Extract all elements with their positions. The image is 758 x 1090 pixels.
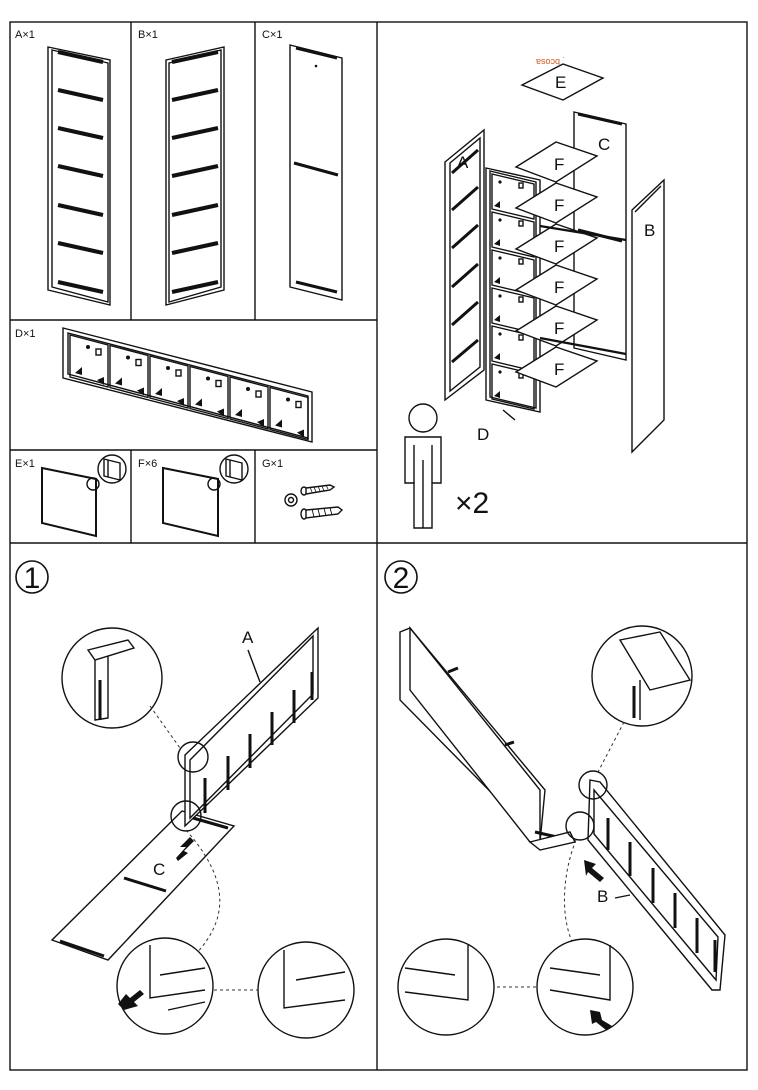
detail-callout-left-2 bbox=[397, 938, 495, 1036]
exploded-panel-a: A bbox=[444, 128, 485, 402]
step2-label-b: B bbox=[597, 887, 608, 906]
cubby-cell bbox=[109, 344, 149, 399]
detail-callout-right bbox=[257, 941, 355, 1039]
part-a-label: A×1 bbox=[15, 29, 35, 41]
cubby-cell bbox=[69, 334, 109, 388]
vertical-cubby-cell bbox=[491, 173, 535, 220]
step1-label-c: C bbox=[153, 860, 165, 879]
part-c-panel bbox=[289, 44, 343, 301]
exploded-label-e: E bbox=[555, 73, 566, 92]
detail-callout-right-2 bbox=[536, 938, 634, 1036]
step-1: 1 C A bbox=[15, 560, 355, 1039]
part-f-board bbox=[162, 454, 249, 538]
exploded-label-c: C bbox=[598, 135, 610, 154]
grid-frame bbox=[9, 21, 748, 1071]
detail-callout-left bbox=[116, 937, 214, 1035]
part-b-panel bbox=[165, 46, 225, 306]
step-1-badge bbox=[15, 560, 49, 594]
part-a-cell: A×1 bbox=[15, 29, 111, 306]
part-b-cell: B×1 bbox=[138, 29, 225, 306]
exploded-label-f: F bbox=[554, 360, 564, 379]
part-d-label: D×1 bbox=[15, 328, 36, 340]
exploded-board-e: E ɐsoɔq ˙ bbox=[520, 56, 605, 101]
people-count: ×2 bbox=[455, 487, 489, 520]
part-d-panel bbox=[62, 327, 313, 443]
screw-icon bbox=[300, 484, 336, 496]
cubby-cell bbox=[269, 386, 309, 441]
exploded-label-b: B bbox=[644, 221, 655, 240]
part-e-label: E×1 bbox=[15, 458, 35, 470]
step2-assembled-ac bbox=[399, 626, 577, 851]
exploded-label-a: A bbox=[457, 153, 469, 172]
stray-mark: ɐsoɔq ˙ bbox=[536, 56, 566, 66]
step-2-badge bbox=[384, 560, 418, 594]
part-g-label: G×1 bbox=[262, 458, 283, 470]
part-e-cell: E×1 bbox=[15, 454, 127, 538]
part-f-label: F×6 bbox=[138, 458, 157, 470]
exploded-label-f: F bbox=[554, 196, 564, 215]
push-arrow-icon-2 bbox=[584, 860, 604, 882]
washer-icon bbox=[284, 493, 298, 507]
hardware-set bbox=[284, 484, 344, 520]
part-e-board bbox=[41, 454, 127, 538]
exploded-label-f: F bbox=[554, 319, 564, 338]
part-g-cell: G×1 bbox=[262, 458, 344, 520]
vertical-cubby-cell bbox=[491, 211, 535, 258]
exploded-shelf-f: F bbox=[514, 182, 599, 224]
detail-callout-top bbox=[61, 627, 163, 729]
exploded-label-f: F bbox=[554, 155, 564, 174]
part-d-cell: D×1 bbox=[15, 327, 313, 443]
exploded-shelf-f: F bbox=[514, 264, 599, 306]
exploded-shelf-f: F bbox=[514, 223, 599, 265]
part-c-label: C×1 bbox=[262, 29, 283, 41]
cubby-cell bbox=[189, 365, 229, 420]
person-icon bbox=[404, 403, 442, 529]
step-2-number: 2 bbox=[393, 562, 410, 595]
step2-panel-b: B bbox=[587, 779, 726, 991]
part-b-label: B×1 bbox=[138, 29, 158, 41]
dowel-screw-icon bbox=[300, 506, 344, 520]
push-arrow-icon bbox=[176, 837, 194, 861]
cubby-cell bbox=[149, 355, 189, 409]
step1-label-a: A bbox=[242, 628, 254, 647]
step-1-number: 1 bbox=[24, 562, 41, 595]
exploded-panel-b: B bbox=[631, 178, 665, 454]
step-2: 2 B bbox=[384, 560, 726, 1036]
exploded-label-d: D bbox=[477, 425, 489, 444]
part-f-cell: F×6 bbox=[138, 454, 249, 538]
part-a-panel bbox=[47, 46, 111, 306]
exploded-view: E ɐsoɔq ˙ C A D bbox=[404, 56, 665, 529]
exploded-label-f: F bbox=[554, 278, 564, 297]
part-c-cell: C×1 bbox=[262, 29, 343, 301]
exploded-shelf-f: F bbox=[514, 346, 599, 388]
cubby-cell bbox=[229, 376, 269, 430]
exploded-shelf-f: F bbox=[514, 305, 599, 347]
step1-panel-c: C bbox=[50, 810, 236, 961]
exploded-shelf-f: F bbox=[514, 141, 599, 183]
exploded-label-f: F bbox=[554, 237, 564, 256]
step1-panel-a: A bbox=[184, 626, 319, 828]
